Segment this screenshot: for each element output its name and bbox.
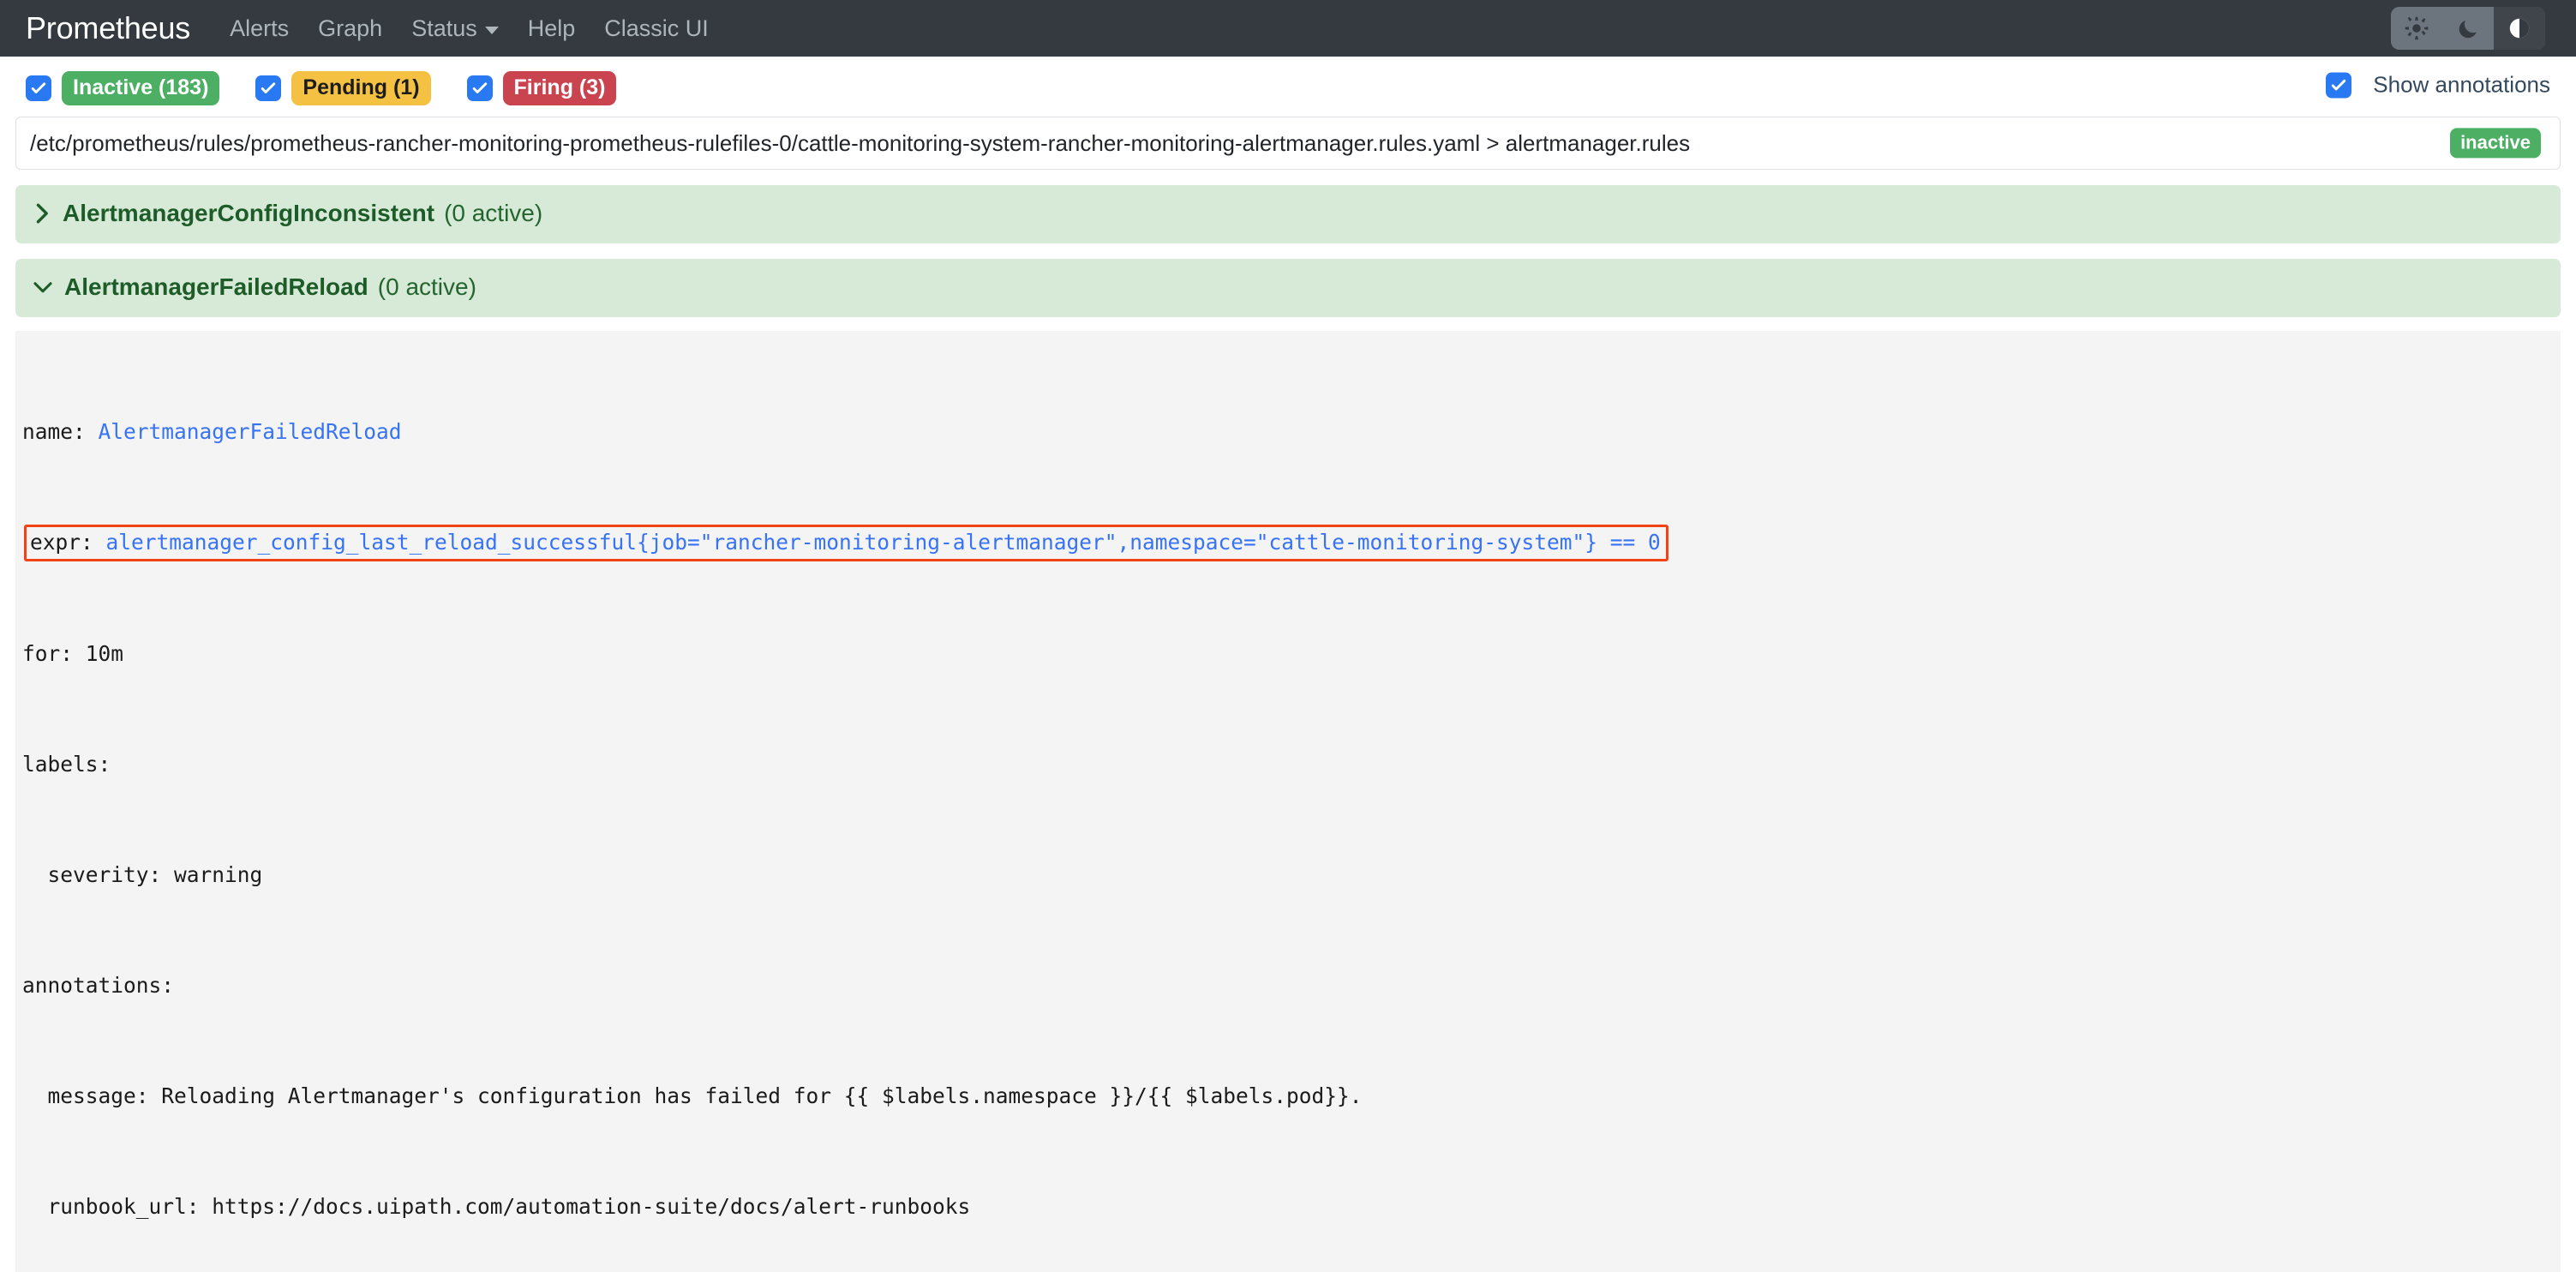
half-circle-icon <box>2509 18 2530 39</box>
yaml-value-name: AlertmanagerFailedReload <box>98 419 402 444</box>
yaml-line-name: name: AlertmanagerFailedReload <box>15 413 2561 450</box>
nav-link-alerts-label: Alerts <box>230 15 290 41</box>
chevron-down-icon <box>484 26 499 34</box>
check-icon <box>472 82 487 93</box>
show-annotations-control[interactable]: Show annotations <box>2326 72 2550 99</box>
top-navbar: Prometheus Alerts Graph Status Help Clas… <box>0 0 2576 57</box>
filter-firing-badge[interactable]: Firing (3) <box>502 70 617 106</box>
nav-links: Alerts Graph Status Help Classic UI <box>230 15 709 42</box>
nav-link-help[interactable]: Help <box>528 15 576 42</box>
theme-light-button[interactable] <box>2391 7 2442 50</box>
filter-pending-checkbox[interactable] <box>255 75 282 101</box>
chevron-down-icon <box>33 276 53 298</box>
check-icon <box>31 82 46 93</box>
filter-inactive-badge[interactable]: Inactive (183) <box>62 70 220 106</box>
rule-group-header[interactable]: /etc/prometheus/rules/prometheus-rancher… <box>15 117 2561 170</box>
check-icon <box>261 82 276 93</box>
rule-group-path: /etc/prometheus/rules/prometheus-rancher… <box>30 129 1691 156</box>
theme-toggle-group <box>2391 7 2545 50</box>
alert-panel-count: (0 active) <box>444 200 543 226</box>
show-annotations-label[interactable]: Show annotations <box>2373 71 2550 98</box>
nav-link-alerts[interactable]: Alerts <box>230 15 289 42</box>
yaml-key-expr: expr: <box>30 530 106 555</box>
nav-link-status[interactable]: Status <box>411 15 499 42</box>
alert-panel-title: AlertmanagerFailedReload <box>64 273 368 300</box>
yaml-line-severity: severity: warning <box>22 862 263 887</box>
alert-list: AlertmanagerConfigInconsistent (0 active… <box>0 185 2576 317</box>
nav-link-graph-label: Graph <box>318 15 383 41</box>
alert-panel-title: AlertmanagerConfigInconsistent <box>63 200 435 226</box>
nav-link-help-label: Help <box>527 15 576 41</box>
alert-panel-count: (0 active) <box>377 273 476 300</box>
yaml-line-expr: expr: alertmanager_config_last_reload_su… <box>15 524 2561 561</box>
rule-group-status-badge: inactive <box>2450 128 2541 159</box>
check-icon <box>2332 79 2346 90</box>
alert-panel-alertmanagerconfiginconsistent[interactable]: AlertmanagerConfigInconsistent (0 active… <box>15 185 2561 243</box>
sun-icon <box>2405 16 2429 40</box>
filter-inactive[interactable]: Inactive (183) <box>26 70 220 106</box>
chevron-right-icon <box>33 202 51 225</box>
brand-logo[interactable]: Prometheus <box>26 10 191 45</box>
alert-filter-bar: Inactive (183) Pending (1) Firing (3) Sh… <box>0 57 2576 113</box>
theme-dark-button[interactable] <box>2442 7 2494 50</box>
nav-link-classic-ui[interactable]: Classic UI <box>604 15 709 42</box>
show-annotations-checkbox[interactable] <box>2326 72 2352 98</box>
yaml-line-message: message: Reloading Alertmanager's config… <box>22 1083 1363 1108</box>
alert-panel-alertmanagerfailedreload[interactable]: AlertmanagerFailedReload (0 active) <box>15 259 2561 317</box>
yaml-line-runbook-url: runbook_url: https://docs.uipath.com/aut… <box>22 1194 971 1219</box>
filter-pending-badge[interactable]: Pending (1) <box>291 70 431 106</box>
theme-auto-button[interactable] <box>2494 7 2545 50</box>
filter-pending[interactable]: Pending (1) <box>255 70 431 106</box>
nav-link-graph[interactable]: Graph <box>318 15 382 42</box>
yaml-value-expr: alertmanager_config_last_reload_successf… <box>105 530 1661 555</box>
yaml-line-for: for: 10m <box>22 641 124 666</box>
filter-firing[interactable]: Firing (3) <box>466 70 617 106</box>
yaml-line-labels: labels: <box>22 752 111 777</box>
yaml-line-annotations: annotations: <box>22 973 175 998</box>
moon-icon <box>2459 20 2477 38</box>
yaml-key-name: name: <box>22 419 99 444</box>
nav-link-status-label: Status <box>411 15 477 41</box>
filter-inactive-checkbox[interactable] <box>26 75 51 101</box>
nav-link-classic-ui-label: Classic UI <box>604 15 709 41</box>
rule-definition-yaml: name: AlertmanagerFailedReload expr: ale… <box>15 331 2561 1272</box>
expr-highlight-box: expr: alertmanager_config_last_reload_su… <box>24 525 1668 561</box>
filter-firing-checkbox[interactable] <box>466 75 493 101</box>
